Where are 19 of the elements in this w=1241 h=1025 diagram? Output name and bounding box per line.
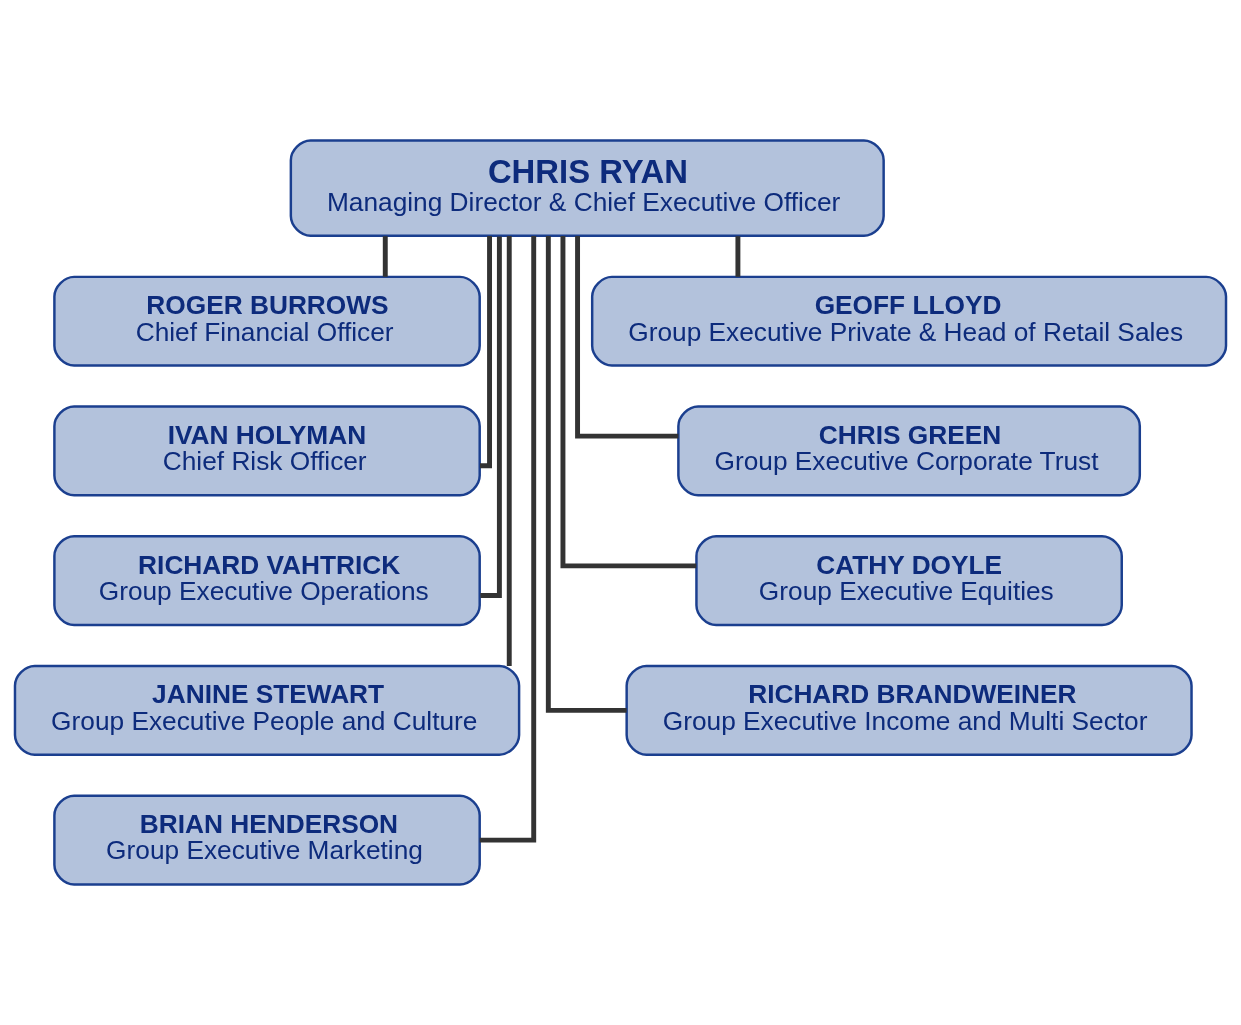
connector — [480, 235, 492, 469]
node-box: CHRIS RYAN Managing Director & Chief Executive Officer — [289, 139, 885, 238]
connector — [575, 236, 679, 439]
node-box: RICHARD VAHTRICK Group Executive Operations — [53, 535, 481, 627]
connector — [479, 236, 537, 843]
connector — [480, 236, 502, 598]
node-box: BRIAN HENDERSON Group Executive Marketing — [53, 794, 481, 886]
connector — [382, 236, 388, 277]
connector — [545, 235, 627, 713]
connector — [735, 236, 741, 277]
node-box: CHRIS GREEN Group Executive Corporate Trust — [677, 405, 1142, 497]
node-box: ROGER BURROWS Chief Financial Officer — [53, 275, 481, 367]
node-box: RICHARD BRANDWEINER Group Executive Income and Multi Sector — [625, 664, 1193, 756]
node-box: GEOFF LLOYD Group Executive Private & Head of Retail Sales — [590, 275, 1228, 367]
node-box: JANINE STEWART Group Executive People and Culture — [13, 664, 521, 756]
connector — [560, 236, 697, 569]
node-box: CATHY DOYLE Group Executive Equities — [695, 535, 1123, 627]
connector — [506, 235, 512, 666]
node-box: IVAN HOLYMAN Chief Risk Officer — [53, 405, 481, 497]
